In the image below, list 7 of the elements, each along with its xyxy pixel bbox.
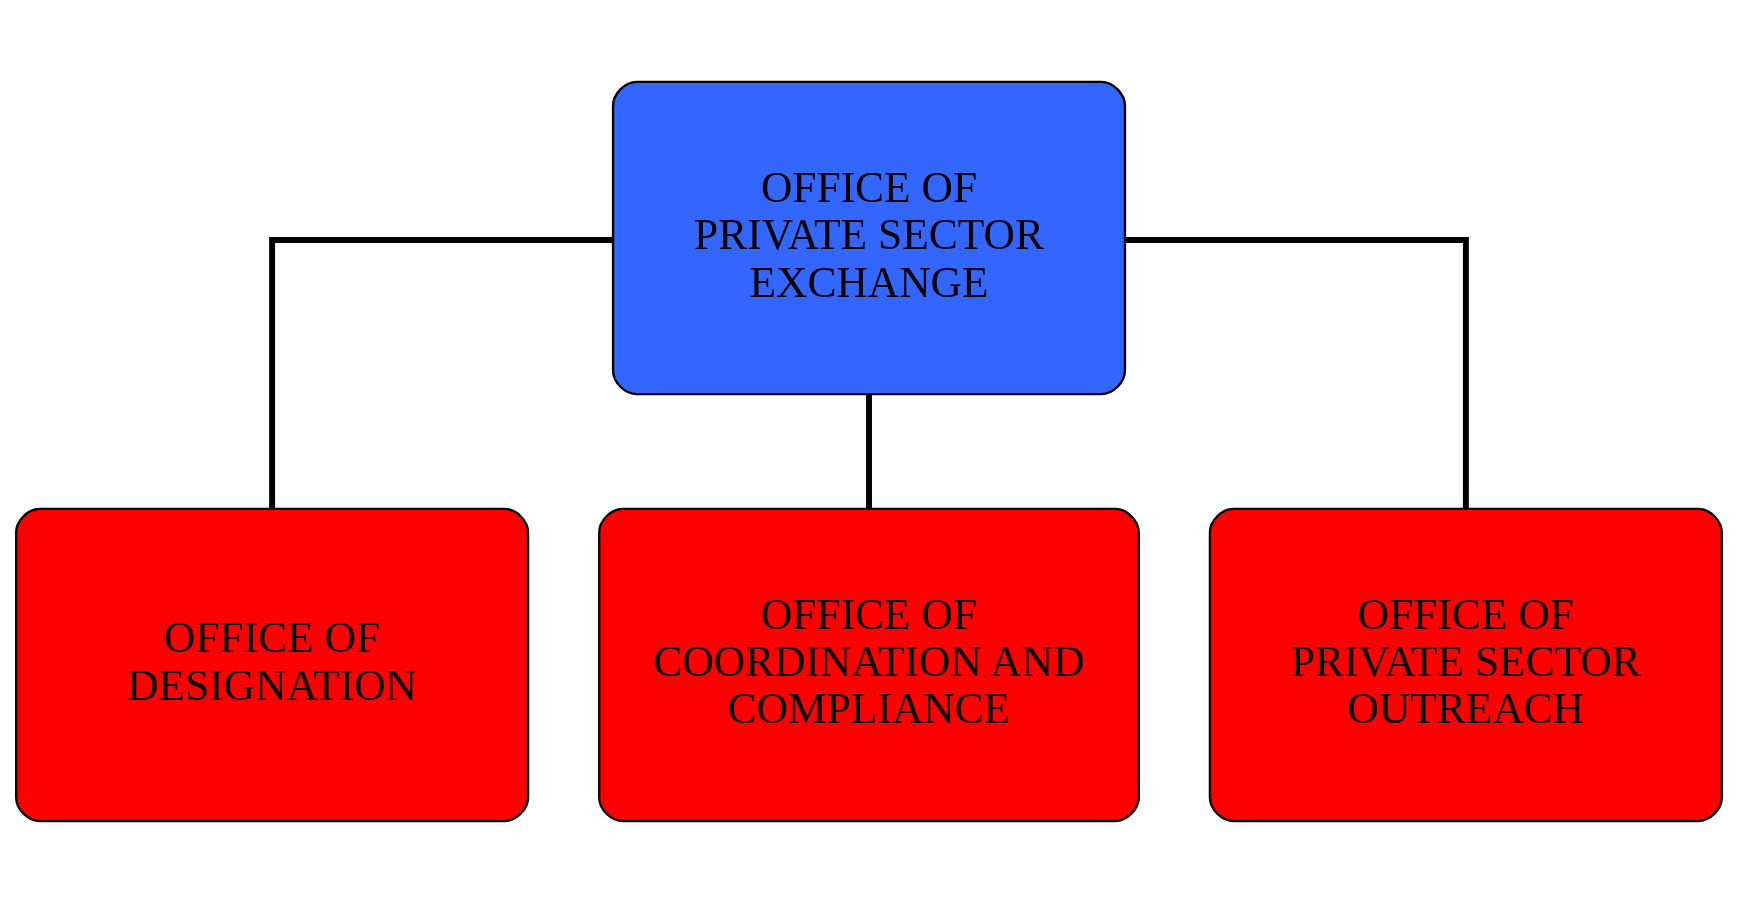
node-box: OFFICE OF PRIVATE SECTOR EXCHANGE [611, 80, 1127, 396]
node-box: OFFICE OF PRIVATE SECTOR OUTREACH [1208, 507, 1723, 823]
node-box: OFFICE OF DESIGNATION [15, 507, 530, 823]
connector [1125, 237, 1469, 509]
connector [866, 394, 872, 509]
node-box: OFFICE OF COORDINATION AND COMPLIANCE [598, 507, 1140, 823]
connector [269, 237, 613, 509]
